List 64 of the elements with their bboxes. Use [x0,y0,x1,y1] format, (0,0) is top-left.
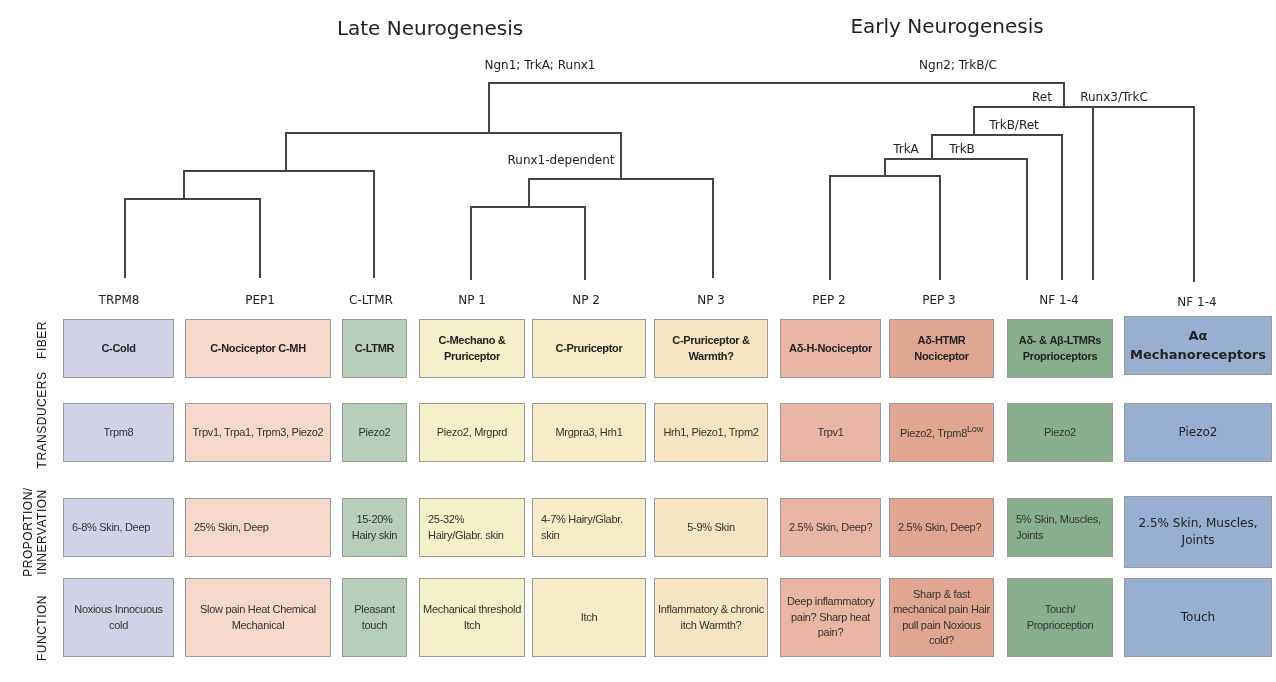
leaf-label: NF 1-4 [1177,295,1217,309]
function-box: Mechanical threshold Itch [419,578,525,657]
fiber-box: C-Mechano & Pruriceptor [419,319,525,378]
leaf-label: TRPM8 [98,293,140,307]
fiber-box: Aδ- & Aβ-LTMRs Proprioceptors [1007,319,1113,378]
transducer-box: Trpm8 [63,403,174,462]
leaf-label: NP 1 [458,293,486,307]
fiber-box: C-Pruriceptor [532,319,646,378]
row-header: TRANSDUCERS [35,371,49,469]
proportion-box: 25-32% Hairy/Glabr. skin [419,498,525,557]
transducer-box: Mrgpra3, Hrh1 [532,403,646,462]
leaf-label: NP 2 [572,293,600,307]
row-header: FIBER [35,321,49,359]
row-header: FUNCTION [35,595,49,661]
proportion-box: 2.5% Skin, Muscles, Joints [1124,496,1272,568]
leaf-label: C-LTMR [349,293,393,307]
transducer-box: Piezo2 [1124,403,1272,462]
branch-label: TrkB [949,142,975,156]
leaf-label: NF 1-4 [1039,293,1079,307]
proportion-box: 15-20% Hairy skin [342,498,407,557]
branch-label: Ngn1; TrkA; Runx1 [484,58,596,72]
leaf-label: PEP 3 [922,293,956,307]
branch-label: TrkA [893,142,919,156]
function-box: Noxious Innocuous cold [63,578,174,657]
proportion-box: 2.5% Skin, Deep? [780,498,881,557]
transducer-box: Trpv1, Trpa1, Trpm3, Piezo2 [185,403,331,462]
transducer-box: Piezo2, Trpm8$^{Low}$ [889,403,994,462]
leaf-label: NP 3 [697,293,725,307]
proportion-box: 5-9% Skin [654,498,768,557]
proportion-box: 5% Skin, Muscles, Joints [1007,498,1113,557]
proportion-box: 6-8% Skin, Deep [63,498,174,557]
transducer-box: Trpv1 [780,403,881,462]
transducer-box: Piezo2 [1007,403,1113,462]
row-header: PROPORTION/ INNERVATION [22,486,50,579]
branch-label: Ret [1032,90,1052,104]
function-box: Deep inflammatory pain? Sharp heat pain? [780,578,881,657]
heading: Late Neurogenesis [336,16,524,40]
fiber-box: C-Nociceptor C-MH [185,319,331,378]
function-box: Touch [1124,578,1272,657]
proportion-box: 2.5% Skin, Deep? [889,498,994,557]
branch-label: Ngn2; TrkB/C [919,58,997,72]
function-box: Inflammatory & chronic itch Warmth? [654,578,768,657]
fiber-box: Aδ-HTMR Nociceptor [889,319,994,378]
function-box: Touch/ Proprioception [1007,578,1113,657]
proportion-box: 4-7% Hairy/Glabr. skin [532,498,646,557]
leaf-label: PEP1 [245,293,275,307]
fiber-box: C-LTMR [342,319,407,378]
branch-label: TrkB/Ret [989,118,1039,132]
heading: Early Neurogenesis [850,14,1044,38]
fiber-box: C-Cold [63,319,174,378]
function-box: Slow pain Heat Chemical Mechanical [185,578,331,657]
fiber-box: Aα Mechanoreceptors [1124,316,1272,375]
branch-label: Runx1-dependent [507,153,615,167]
proportion-box: 25% Skin, Deep [185,498,331,557]
fiber-box: C-Pruriceptor & Warmth? [654,319,768,378]
leaf-label: PEP 2 [812,293,846,307]
transducer-box: Hrh1, Piezo1, Trpm2 [654,403,768,462]
branch-label: Runx3/TrkC [1080,90,1148,104]
function-box: Sharp & fast mechanical pain Hair pull pain Noxious cold? [889,578,994,657]
transducer-box: Piezo2, Mrgprd [419,403,525,462]
transducer-box: Piezo2 [342,403,407,462]
fiber-box: Aδ-H-Nociceptor [780,319,881,378]
function-box: Itch [532,578,646,657]
function-box: Pleasant touch [342,578,407,657]
